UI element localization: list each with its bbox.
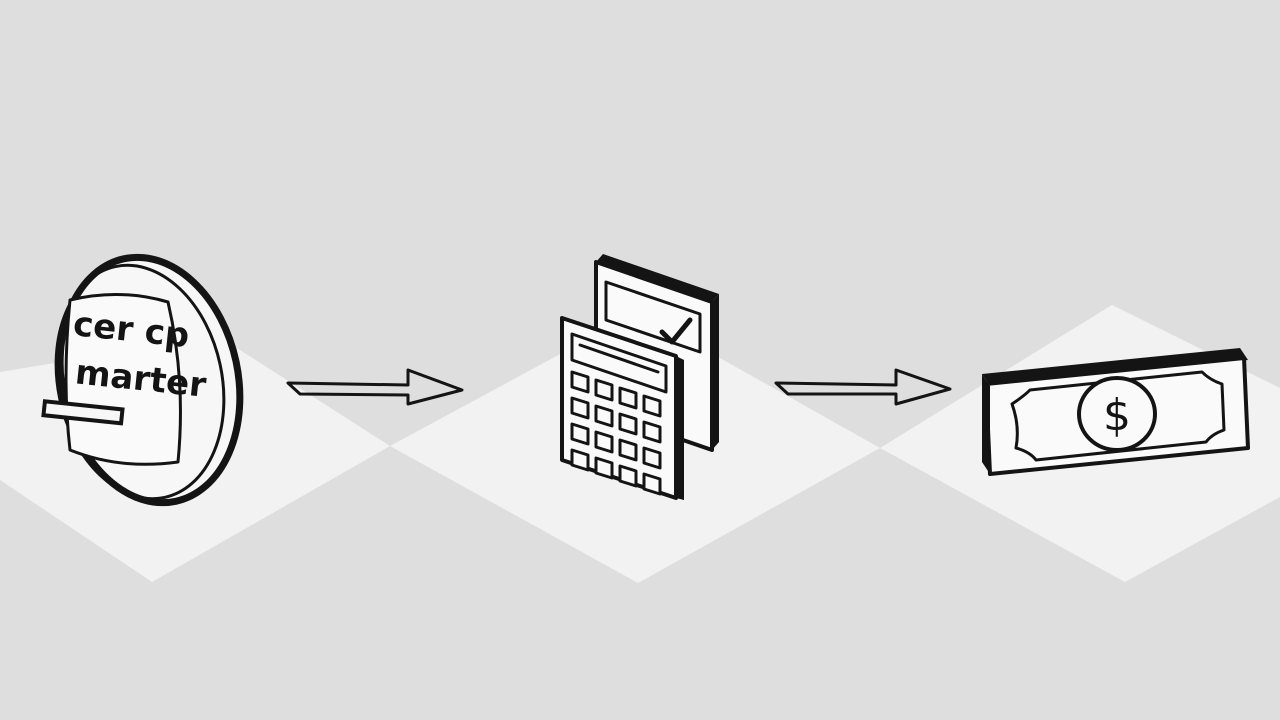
calculator-key [570, 448, 590, 472]
round-meter-icon: cer cp marter [41, 253, 244, 507]
arrow-right-icon [286, 368, 464, 406]
calculator-key [594, 378, 614, 402]
calculator-key [594, 404, 614, 428]
calculator-keypad [570, 370, 662, 496]
meter-needle [41, 399, 125, 426]
calculator-key [618, 386, 638, 410]
calculator-key [570, 422, 590, 446]
calculator-key [570, 370, 590, 394]
calculator-key [642, 420, 662, 444]
calculator-icon [560, 254, 719, 500]
calculator-key [594, 456, 614, 480]
calculator-key [618, 464, 638, 488]
calculator-key [642, 446, 662, 470]
calculator-key [570, 396, 590, 420]
calculator-key [642, 394, 662, 418]
calculator-key [642, 472, 662, 496]
dollar-symbol: $ [1103, 390, 1131, 441]
calculator-key [594, 430, 614, 454]
calculator-key [618, 438, 638, 462]
calculator-key [618, 412, 638, 436]
banknote-icon: $ [982, 348, 1250, 476]
arrow-right-icon [774, 368, 952, 406]
